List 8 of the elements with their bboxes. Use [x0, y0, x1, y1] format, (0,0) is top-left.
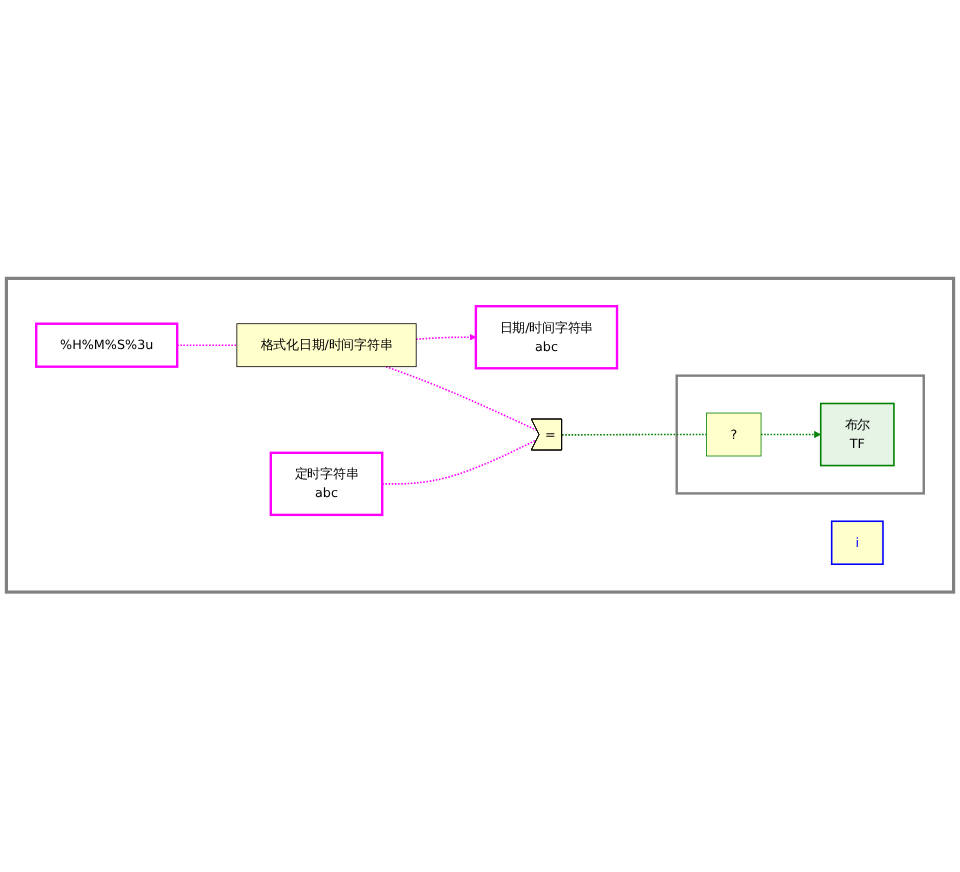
connector: [176, 345, 238, 347]
connector: [385, 366, 538, 433]
connector: [561, 434, 708, 437]
cluster: [675, 375, 925, 496]
connector: [381, 439, 538, 486]
cluster: [4, 277, 956, 595]
arrow: [760, 431, 822, 439]
arrow: [415, 334, 477, 342]
